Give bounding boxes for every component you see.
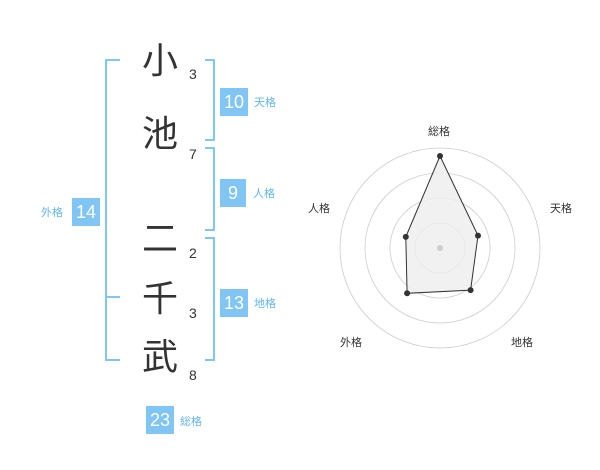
- radar-point: [404, 290, 411, 297]
- gaikaku-label: 外格: [41, 206, 63, 219]
- radar-axis-label-soukaku: 総格: [428, 125, 450, 138]
- soukaku-label: 総格: [180, 415, 202, 428]
- radar-series-polygon: [405, 154, 479, 294]
- stroke-count-4: 3: [189, 305, 197, 321]
- radar-point: [475, 232, 481, 239]
- name-char-1: 小: [141, 41, 178, 82]
- jinkaku-badge: 9: [220, 179, 246, 207]
- radar-grid-ring: [339, 147, 541, 349]
- radar-point: [467, 287, 474, 294]
- chikaku-badge: 13: [220, 289, 248, 317]
- radar-points: [402, 153, 481, 297]
- chikaku-label: 地格: [254, 297, 276, 310]
- gaikaku-bracket: [105, 59, 120, 361]
- radar-axis-label-gaikaku: 外格: [340, 336, 362, 349]
- jinkaku-label: 人格: [253, 187, 275, 200]
- tenkaku-bracket: [205, 59, 215, 141]
- tenkaku-badge: 10: [220, 88, 248, 116]
- name-char-4: 千: [141, 279, 178, 320]
- tenkaku-label: 天格: [254, 96, 276, 109]
- radar-point: [437, 153, 443, 159]
- stroke-count-5: 8: [189, 367, 197, 383]
- name-char-3: 二: [141, 219, 178, 260]
- chikaku-bracket: [205, 237, 215, 361]
- gaikaku-badge: 14: [72, 198, 100, 226]
- radar-point: [402, 233, 409, 240]
- radar-center-dot: [437, 245, 443, 251]
- radar-axis-label-chikaku: 地格: [511, 336, 533, 349]
- stroke-count-1: 3: [189, 66, 197, 82]
- radar-axis-label-jinkaku: 人格: [308, 202, 330, 215]
- jinkaku-bracket: [205, 147, 215, 231]
- radar-axis-label-tenkaku: 天格: [550, 202, 572, 215]
- name-char-5: 武: [141, 337, 178, 378]
- stroke-count-2: 7: [189, 146, 197, 162]
- soukaku-badge: 23: [146, 406, 174, 434]
- name-char-2: 池: [141, 114, 178, 155]
- stroke-count-3: 2: [189, 245, 197, 261]
